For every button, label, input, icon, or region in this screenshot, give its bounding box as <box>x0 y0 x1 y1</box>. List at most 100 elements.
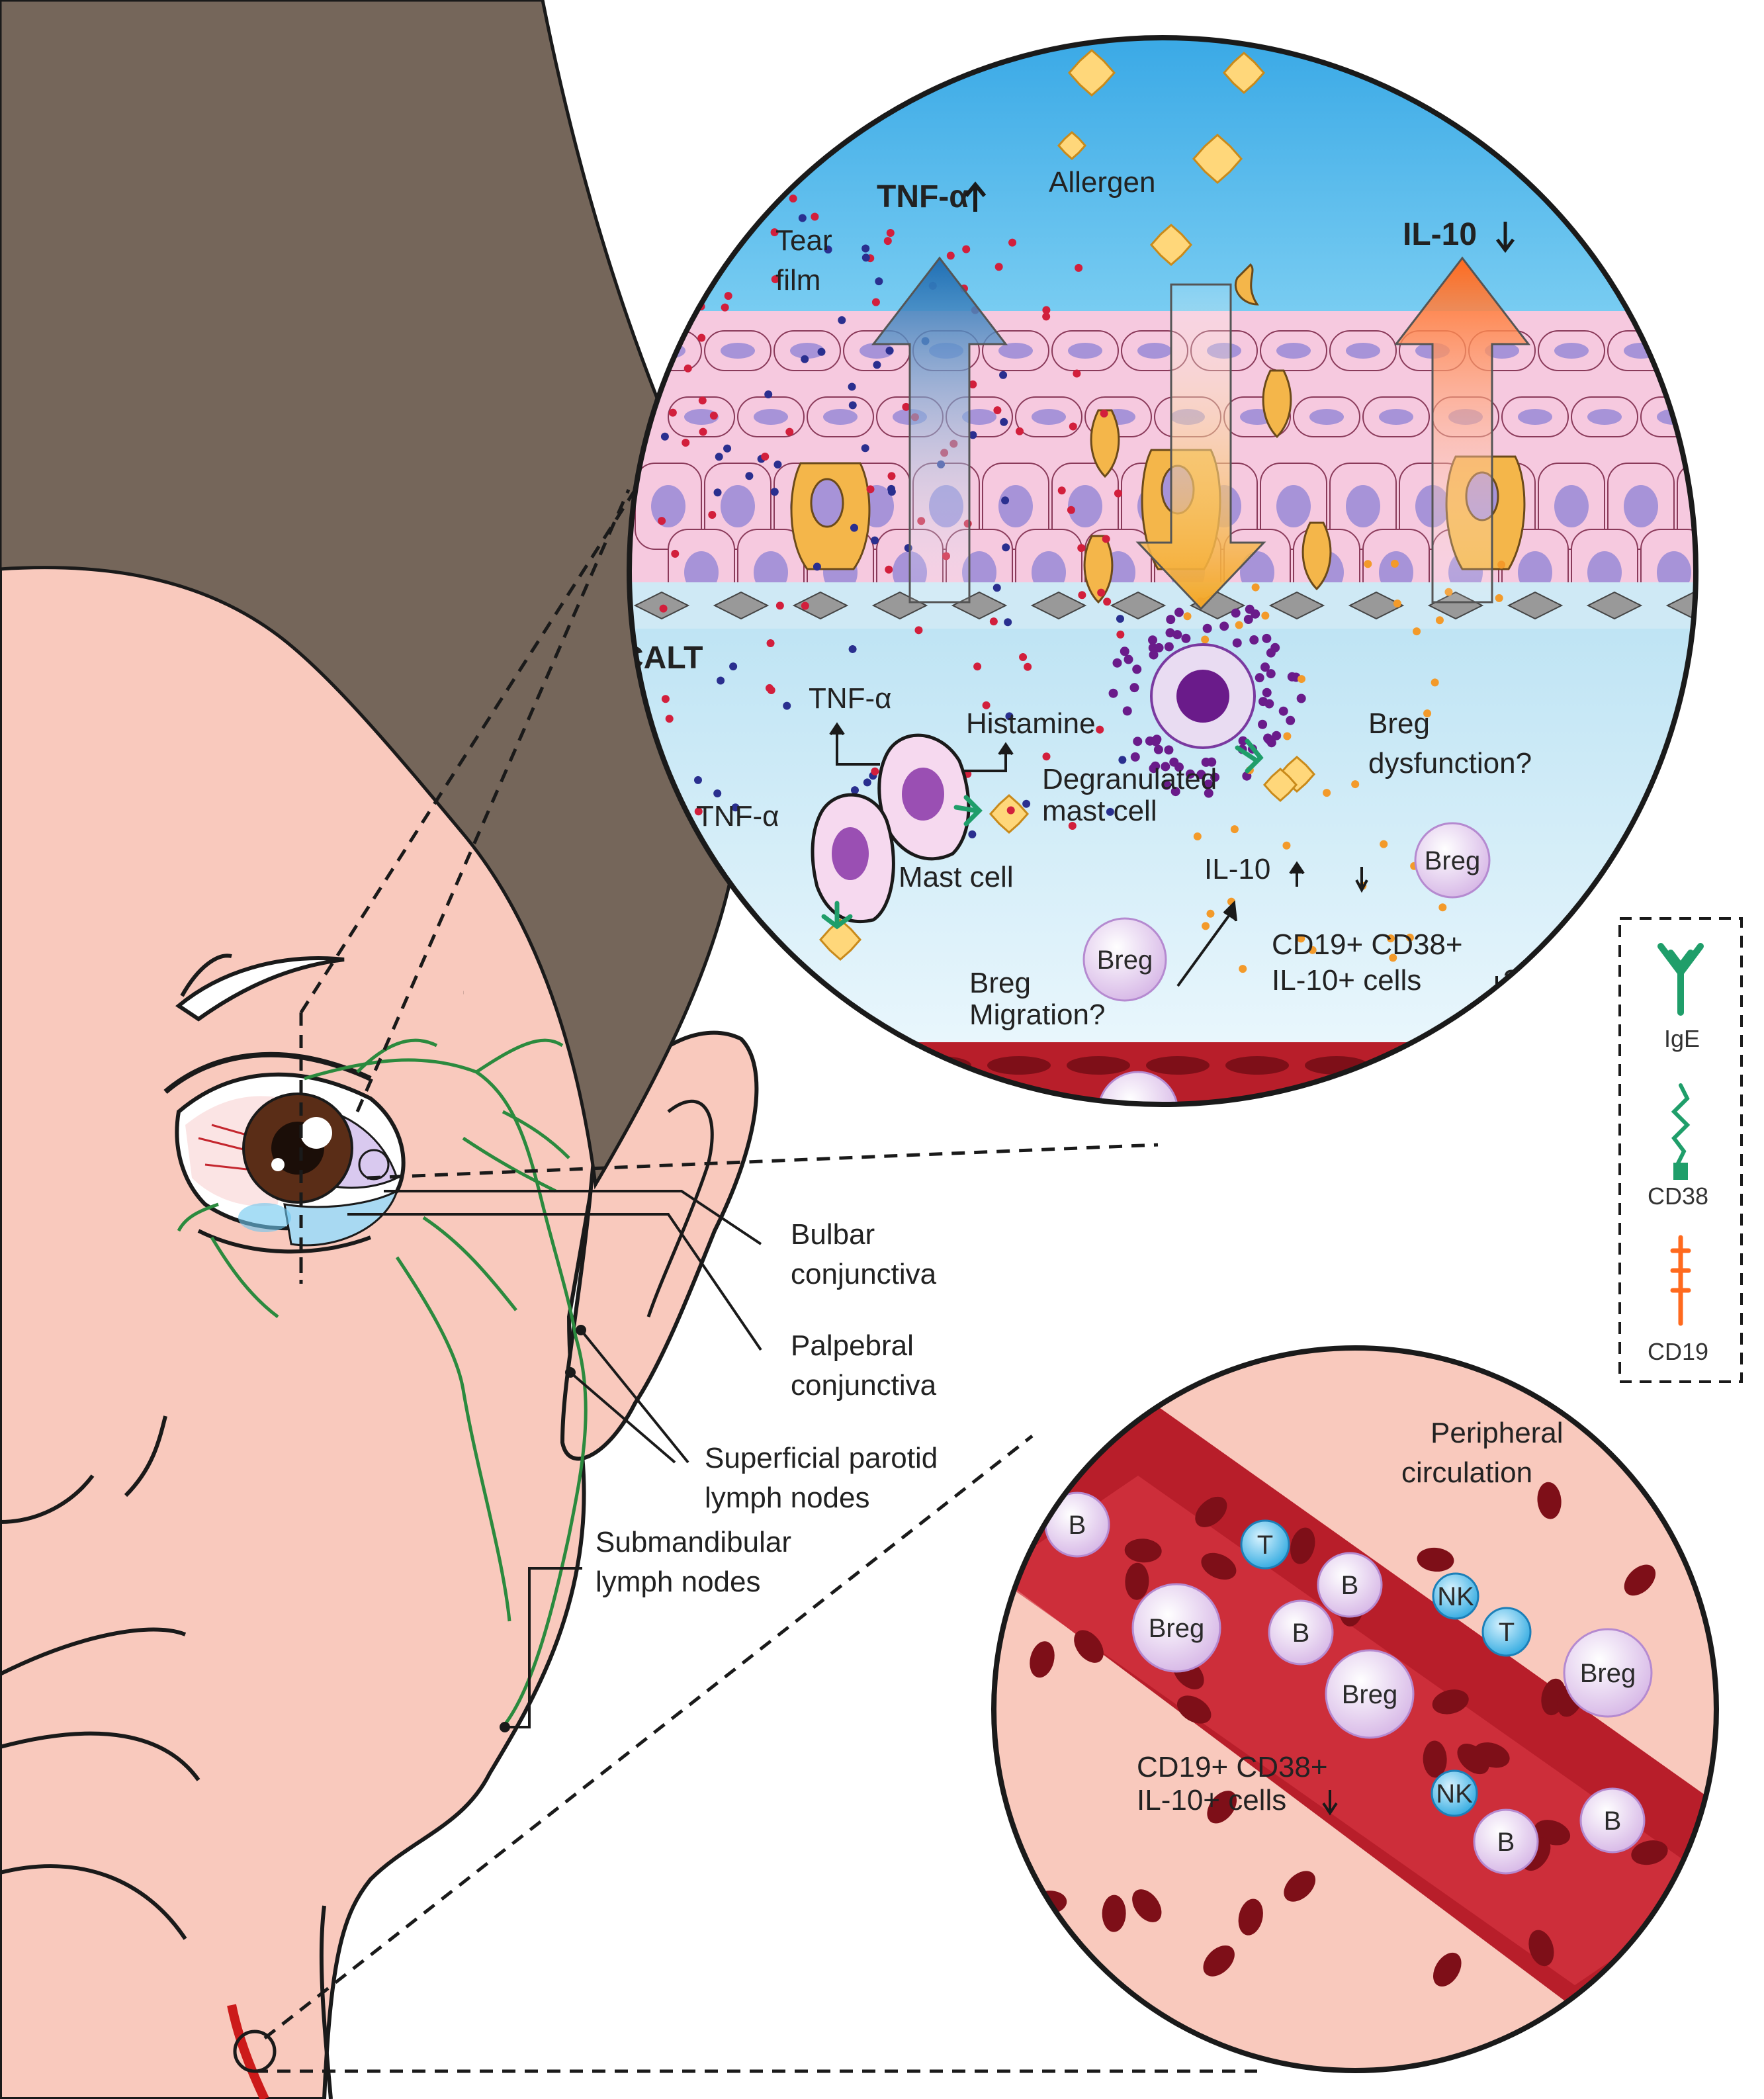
film-label: film <box>775 264 820 296</box>
tnf-alpha-molecule <box>875 277 883 286</box>
cell-nucleus <box>860 343 894 359</box>
histamine-granule <box>1129 683 1139 693</box>
tnf-alpha-molecule <box>693 776 702 784</box>
tnf-alpha-molecule <box>887 472 896 480</box>
tnf-alpha-molecule <box>1103 598 1112 606</box>
bottom-cd-cells-label-2: IL-10+ cells <box>1137 1784 1286 1816</box>
cell-nucleus <box>1068 343 1102 359</box>
histamine-granule <box>1262 688 1272 697</box>
il10-molecule <box>1405 933 1414 942</box>
tnf-alpha-molecule <box>699 427 707 436</box>
il10-molecule <box>1193 832 1202 840</box>
breg-cell-label: Breg <box>1097 946 1153 975</box>
histamine-granule <box>1243 615 1253 625</box>
mast-cell-label: Mast cell <box>899 861 1014 893</box>
tnf-alpha-molecule <box>731 803 740 812</box>
submandibular-label-2: lymph nodes <box>595 1566 760 1598</box>
tnf-alpha-molecule <box>811 212 819 221</box>
tnf-alpha-molecule <box>968 830 977 838</box>
tnf-alpha-molecule <box>1097 588 1106 597</box>
il10-molecule <box>1230 825 1239 834</box>
tnf-alpha-molecule <box>665 715 674 723</box>
cell-nucleus <box>1726 551 1761 594</box>
tnf-alpha-molecule <box>713 488 722 497</box>
tnf-alpha-molecule <box>660 432 669 441</box>
tnf-alpha-molecule <box>1067 506 1075 514</box>
tnf-alpha-molecule <box>765 684 773 692</box>
tnf-alpha-molecule <box>785 427 794 436</box>
tnf-alpha-molecule <box>873 361 881 369</box>
histamine-granule <box>1165 628 1175 638</box>
tnf-alpha-molecule <box>969 431 977 439</box>
histamine-granule <box>1164 745 1174 755</box>
tnf-alpha-molecule <box>1006 806 1015 815</box>
tnf-alpha-molecule <box>838 316 846 324</box>
tnf-alpha-up-arrow <box>871 256 1008 603</box>
tnf-alpha-molecule <box>1057 486 1066 495</box>
histamine-granule <box>1278 706 1288 716</box>
histamine-granule <box>1185 769 1195 779</box>
histamine-granule <box>1151 737 1161 746</box>
fibroblast <box>1268 591 1325 620</box>
cell-nucleus <box>823 409 858 425</box>
red-blood-cell <box>1074 1630 1104 1663</box>
ige-receptors <box>821 738 1264 930</box>
il10-top-label: IL-10 <box>1403 217 1477 252</box>
tnf-alpha-molecule <box>1008 238 1016 247</box>
b-cell <box>1317 1552 1383 1618</box>
histamine-granule <box>1132 664 1142 674</box>
red-blood-cell <box>1124 1539 1162 1563</box>
il10-molecule <box>1495 594 1503 602</box>
calt-label: CALT <box>621 641 703 676</box>
breg-cell-label: Breg <box>1425 846 1481 875</box>
tnf-alpha-molecule <box>745 472 754 480</box>
legend-cd19: CD19 <box>1648 1338 1708 1365</box>
histamine-granule <box>1196 770 1206 780</box>
red-blood-cell <box>1423 1740 1447 1778</box>
tnf-alpha-molecule <box>902 402 910 411</box>
tnf-alpha-molecule <box>886 229 895 238</box>
histamine-granule <box>1266 648 1276 658</box>
nk-cell <box>1431 1769 1478 1817</box>
tnf-alpha-molecule <box>770 228 779 236</box>
tnf-alpha-molecule <box>1078 591 1086 600</box>
il10-molecule <box>1183 612 1192 621</box>
tnf-alpha-molecule <box>708 511 717 519</box>
tnf-alpha-molecule <box>798 214 807 222</box>
allergen-particle <box>1057 130 1087 161</box>
histamine-granule <box>1201 757 1211 767</box>
red-blood-cell <box>1290 1527 1315 1564</box>
histamine-granule <box>1153 744 1163 754</box>
breg-cell <box>1082 917 1167 1002</box>
tnf-alpha-molecule <box>1100 409 1108 418</box>
tnf-alpha-molecule <box>729 662 738 671</box>
red-blood-cell <box>1464 1056 1527 1075</box>
il10-molecule <box>1239 965 1247 973</box>
histamine-granule <box>1204 788 1213 798</box>
fibroblast <box>1110 591 1167 620</box>
il10-mid-label: IL-10 <box>1204 853 1270 885</box>
il10-molecule <box>1308 946 1317 954</box>
il10-up-arrow <box>1393 256 1531 603</box>
tnf-alpha-molecule <box>871 767 879 776</box>
tnf-alpha-molecule <box>773 461 782 469</box>
red-blood-cell <box>1201 1552 1237 1580</box>
histamine-granule <box>1162 780 1172 790</box>
b-cell <box>1268 1599 1334 1666</box>
breg-cell-label: Breg <box>1110 1098 1167 1127</box>
t-cell <box>1481 1607 1532 1657</box>
tnf-alpha-molecule <box>962 245 971 253</box>
tnf-alpha-molecule <box>946 251 955 260</box>
histamine-granule <box>1172 630 1182 640</box>
tnf-alpha-molecule <box>696 240 705 248</box>
il10-molecule <box>1389 954 1397 962</box>
cell-nucleus <box>1068 485 1102 527</box>
fibroblast <box>792 591 849 620</box>
red-blood-cell <box>1537 1482 1562 1519</box>
tnf-alpha-molecule <box>698 396 707 405</box>
il10-molecule <box>1297 675 1305 684</box>
il10-molecule <box>1393 599 1401 607</box>
cell-nucleus <box>998 485 1033 527</box>
tnf-alpha-molecule <box>1073 369 1081 378</box>
tnf-alpha-molecule <box>1075 263 1083 272</box>
